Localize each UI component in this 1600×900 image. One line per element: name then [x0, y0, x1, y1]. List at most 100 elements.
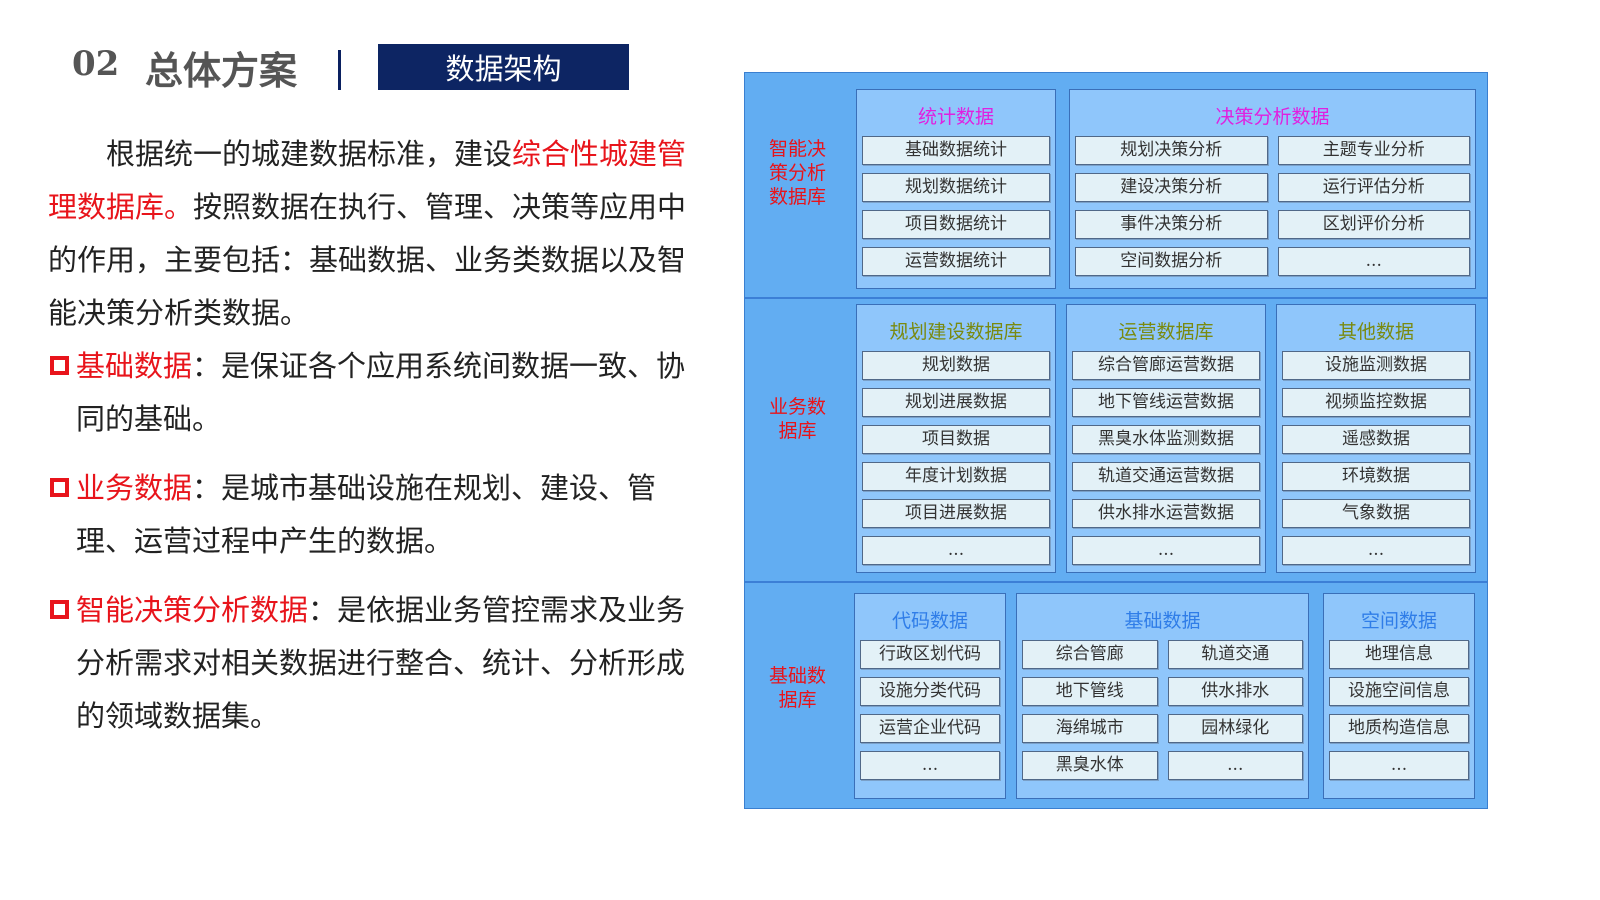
data-item: 黑臭水体 — [1022, 751, 1158, 780]
panel-items: 规划决策分析主题专业分析建设决策分析运行评估分析事件决策分析区划评价分析空间数据… — [1075, 136, 1470, 276]
data-item: 运营企业代码 — [860, 714, 1000, 743]
data-item: 地质构造信息 — [1329, 714, 1469, 743]
data-item: 项目数据 — [862, 425, 1050, 454]
intro-text-rest: 按照数据在执行、管理、决策等应用中的作用，主要包括：基础数据、业务类数据以及智能… — [48, 190, 687, 330]
panel-title: 代码数据 — [891, 610, 968, 632]
data-item: ... — [1277, 247, 1470, 276]
data-panel: 统计数据基础数据统计规划数据统计项目数据统计运营数据统计 — [856, 89, 1056, 289]
panel-items: 设施监测数据视频监控数据遥感数据环境数据气象数据... — [1282, 351, 1470, 565]
data-panel: 基础数据综合管廊轨道交通地下管线供水排水海绵城市园林绿化黑臭水体... — [1016, 593, 1309, 799]
panel-items: 规划数据规划进展数据项目数据年度计划数据项目进展数据... — [862, 351, 1050, 565]
data-item: 设施空间信息 — [1329, 677, 1469, 706]
section-label: 数据架构 — [378, 44, 629, 90]
data-panel: 其他数据设施监测数据视频监控数据遥感数据环境数据气象数据... — [1276, 304, 1476, 573]
band-label-text: 业务数据库 — [768, 396, 826, 442]
bullet-square-icon — [50, 356, 69, 375]
data-item: 综合管廊运营数据 — [1072, 351, 1260, 380]
diagram-band: 基础数据库代码数据行政区划代码设施分类代码运营企业代码...基础数据综合管廊轨道… — [745, 583, 1487, 809]
data-item: 设施分类代码 — [860, 677, 1000, 706]
bullet-decision: 智能决策分析数据：是依据业务管控需求及业务分析需求对相关数据进行整合、统计、分析… — [76, 584, 702, 743]
data-item: 园林绿化 — [1167, 714, 1303, 743]
page-title: 总体方案 — [145, 49, 298, 93]
panel-title: 其他数据 — [1337, 321, 1414, 343]
band-label: 业务数据库 — [745, 359, 850, 479]
data-item: 事件决策分析 — [1075, 210, 1268, 239]
data-item: 规划进展数据 — [862, 388, 1050, 417]
panel-title: 决策分析数据 — [1215, 106, 1330, 128]
bullet-square-icon — [50, 600, 69, 619]
data-item: 供水排水 — [1167, 677, 1303, 706]
data-item: 运行评估分析 — [1277, 173, 1470, 202]
diagram-band: 业务数据库规划建设数据库规划数据规划进展数据项目数据年度计划数据项目进展数据..… — [745, 299, 1487, 583]
data-item: 主题专业分析 — [1277, 136, 1470, 165]
bullet-desc: ：是保证各个应用系统间数据一致、协同的基础。 — [76, 349, 686, 436]
panel-title: 基础数据 — [1124, 610, 1201, 632]
data-item: 行政区划代码 — [860, 640, 1000, 669]
data-item: 海绵城市 — [1022, 714, 1158, 743]
bullet-desc: ：是依据业务管控需求及业务分析需求对相关数据进行整合、统计、分析形成的领域数据集… — [76, 593, 686, 733]
bullet-business: 业务数据：是城市基础设施在规划、建设、管理、运营过程中产生的数据。 — [76, 462, 702, 568]
data-item: 地理信息 — [1329, 640, 1469, 669]
data-item: 综合管廊 — [1022, 640, 1158, 669]
data-item: 基础数据统计 — [862, 136, 1050, 165]
data-item: 项目进展数据 — [862, 499, 1050, 528]
data-item: ... — [1167, 751, 1303, 780]
data-panel: 代码数据行政区划代码设施分类代码运营企业代码... — [854, 593, 1006, 799]
data-item: 视频监控数据 — [1282, 388, 1470, 417]
data-item: 轨道交通 — [1167, 640, 1303, 669]
data-item: 黑臭水体监测数据 — [1072, 425, 1260, 454]
data-item: 规划数据统计 — [862, 173, 1050, 202]
data-item: ... — [860, 751, 1000, 780]
data-item: 年度计划数据 — [862, 462, 1050, 491]
panel-title: 空间数据 — [1360, 610, 1437, 632]
section-number: 02 — [72, 44, 120, 84]
panel-title: 运营数据库 — [1118, 321, 1214, 343]
data-item: ... — [1329, 751, 1469, 780]
panel-title: 规划建设数据库 — [889, 321, 1023, 343]
data-item: ... — [862, 536, 1050, 565]
data-item: 运营数据统计 — [862, 247, 1050, 276]
bullet-term: 智能决策分析数据 — [76, 593, 309, 627]
data-item: 地下管线运营数据 — [1072, 388, 1260, 417]
data-item: 轨道交通运营数据 — [1072, 462, 1260, 491]
data-architecture-diagram: 智能决策分析数据库统计数据基础数据统计规划数据统计项目数据统计运营数据统计决策分… — [744, 72, 1488, 809]
band-label: 智能决策分析数据库 — [745, 113, 850, 233]
bullet-square-icon — [50, 478, 69, 497]
intro-paragraph: 根据统一的城建数据标准，建设综合性城建管理数据库。按照数据在执行、管理、决策等应… — [48, 128, 700, 340]
bullet-basic: 基础数据：是保证各个应用系统间数据一致、协同的基础。 — [76, 340, 702, 446]
panel-title: 统计数据 — [917, 106, 994, 128]
data-item: 气象数据 — [1282, 499, 1470, 528]
panel-items: 综合管廊运营数据地下管线运营数据黑臭水体监测数据轨道交通运营数据供水排水运营数据… — [1072, 351, 1260, 565]
data-item: 空间数据分析 — [1075, 247, 1268, 276]
data-item: 供水排水运营数据 — [1072, 499, 1260, 528]
data-item: 规划决策分析 — [1075, 136, 1268, 165]
data-panel: 决策分析数据规划决策分析主题专业分析建设决策分析运行评估分析事件决策分析区划评价… — [1069, 89, 1476, 289]
panel-items: 综合管廊轨道交通地下管线供水排水海绵城市园林绿化黑臭水体... — [1022, 640, 1303, 780]
data-item: 遥感数据 — [1282, 425, 1470, 454]
data-panel: 运营数据库综合管廊运营数据地下管线运营数据黑臭水体监测数据轨道交通运营数据供水排… — [1066, 304, 1266, 573]
data-item: 设施监测数据 — [1282, 351, 1470, 380]
bullet-desc: ：是城市基础设施在规划、建设、管理、运营过程中产生的数据。 — [76, 471, 657, 558]
panel-items: 基础数据统计规划数据统计项目数据统计运营数据统计 — [862, 136, 1050, 276]
data-item: 区划评价分析 — [1277, 210, 1470, 239]
data-panel: 规划建设数据库规划数据规划进展数据项目数据年度计划数据项目进展数据... — [856, 304, 1056, 573]
divider — [338, 50, 341, 90]
data-item: ... — [1282, 536, 1470, 565]
data-item: 建设决策分析 — [1075, 173, 1268, 202]
intro-text: 根据统一的城建数据标准，建设 — [106, 137, 513, 171]
data-item: 地下管线 — [1022, 677, 1158, 706]
panel-items: 地理信息设施空间信息地质构造信息... — [1329, 640, 1469, 780]
data-panel: 空间数据地理信息设施空间信息地质构造信息... — [1323, 593, 1475, 799]
intro-highlight: 综合性城建管理数据库。 — [48, 137, 687, 224]
bullet-term: 基础数据 — [76, 349, 193, 383]
data-item: 项目数据统计 — [862, 210, 1050, 239]
bullet-term: 业务数据 — [76, 471, 193, 505]
data-item: 环境数据 — [1282, 462, 1470, 491]
data-item: ... — [1072, 536, 1260, 565]
band-label: 基础数据库 — [745, 623, 850, 753]
diagram-band: 智能决策分析数据库统计数据基础数据统计规划数据统计项目数据统计运营数据统计决策分… — [745, 73, 1487, 299]
band-label-text: 基础数据库 — [768, 665, 826, 711]
data-item: 规划数据 — [862, 351, 1050, 380]
panel-items: 行政区划代码设施分类代码运营企业代码... — [860, 640, 1000, 780]
band-label-text: 智能决策分析数据库 — [768, 138, 826, 208]
